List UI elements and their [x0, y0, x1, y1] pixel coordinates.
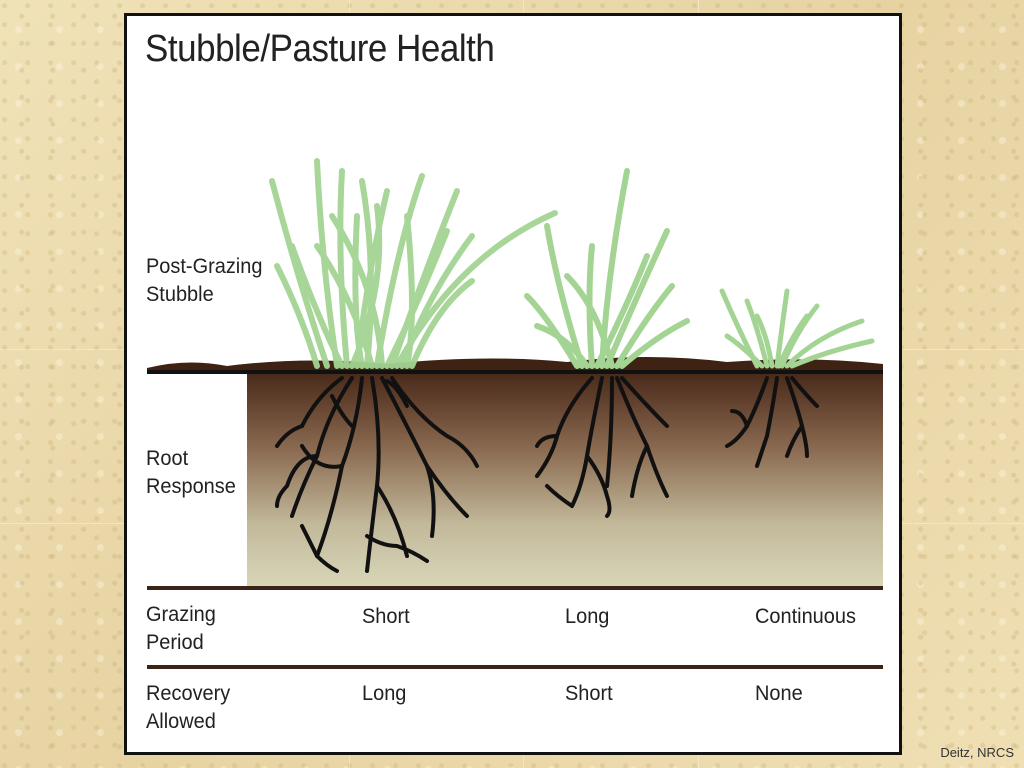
roots-medium [535, 376, 669, 518]
row-divider [147, 586, 883, 590]
grass-short [719, 288, 875, 369]
recovery-allowed-none: None [755, 682, 803, 705]
ground-line [147, 370, 883, 374]
row-label-recovery-allowed: Recovery Allowed [146, 682, 231, 733]
grazing-period-long: Long [565, 605, 610, 628]
diagram-title: Stubble/Pasture Health [145, 28, 495, 70]
grass-tall [269, 158, 558, 369]
row-label-roots: Root Response [146, 447, 236, 498]
row-divider [147, 665, 883, 669]
recovery-allowed-short: Short [565, 682, 613, 705]
diagram-artwork [147, 158, 883, 669]
diagram-panel: Stubble/Pasture Health Post-Grazing Stub… [124, 13, 902, 755]
roots-deep [275, 376, 479, 573]
row-label-stubble: Post-Grazing Stubble [146, 255, 263, 306]
row-label-grazing-period: Grazing Period [146, 603, 216, 654]
image-credit: Deitz, NRCS [940, 745, 1014, 760]
soil-profile [247, 374, 883, 588]
ground-surface [147, 357, 883, 374]
grazing-period-continuous: Continuous [755, 605, 856, 628]
grazing-period-short: Short [362, 605, 410, 628]
roots-shallow [725, 376, 819, 468]
recovery-allowed-long: Long [362, 682, 407, 705]
grass-medium [524, 168, 690, 369]
